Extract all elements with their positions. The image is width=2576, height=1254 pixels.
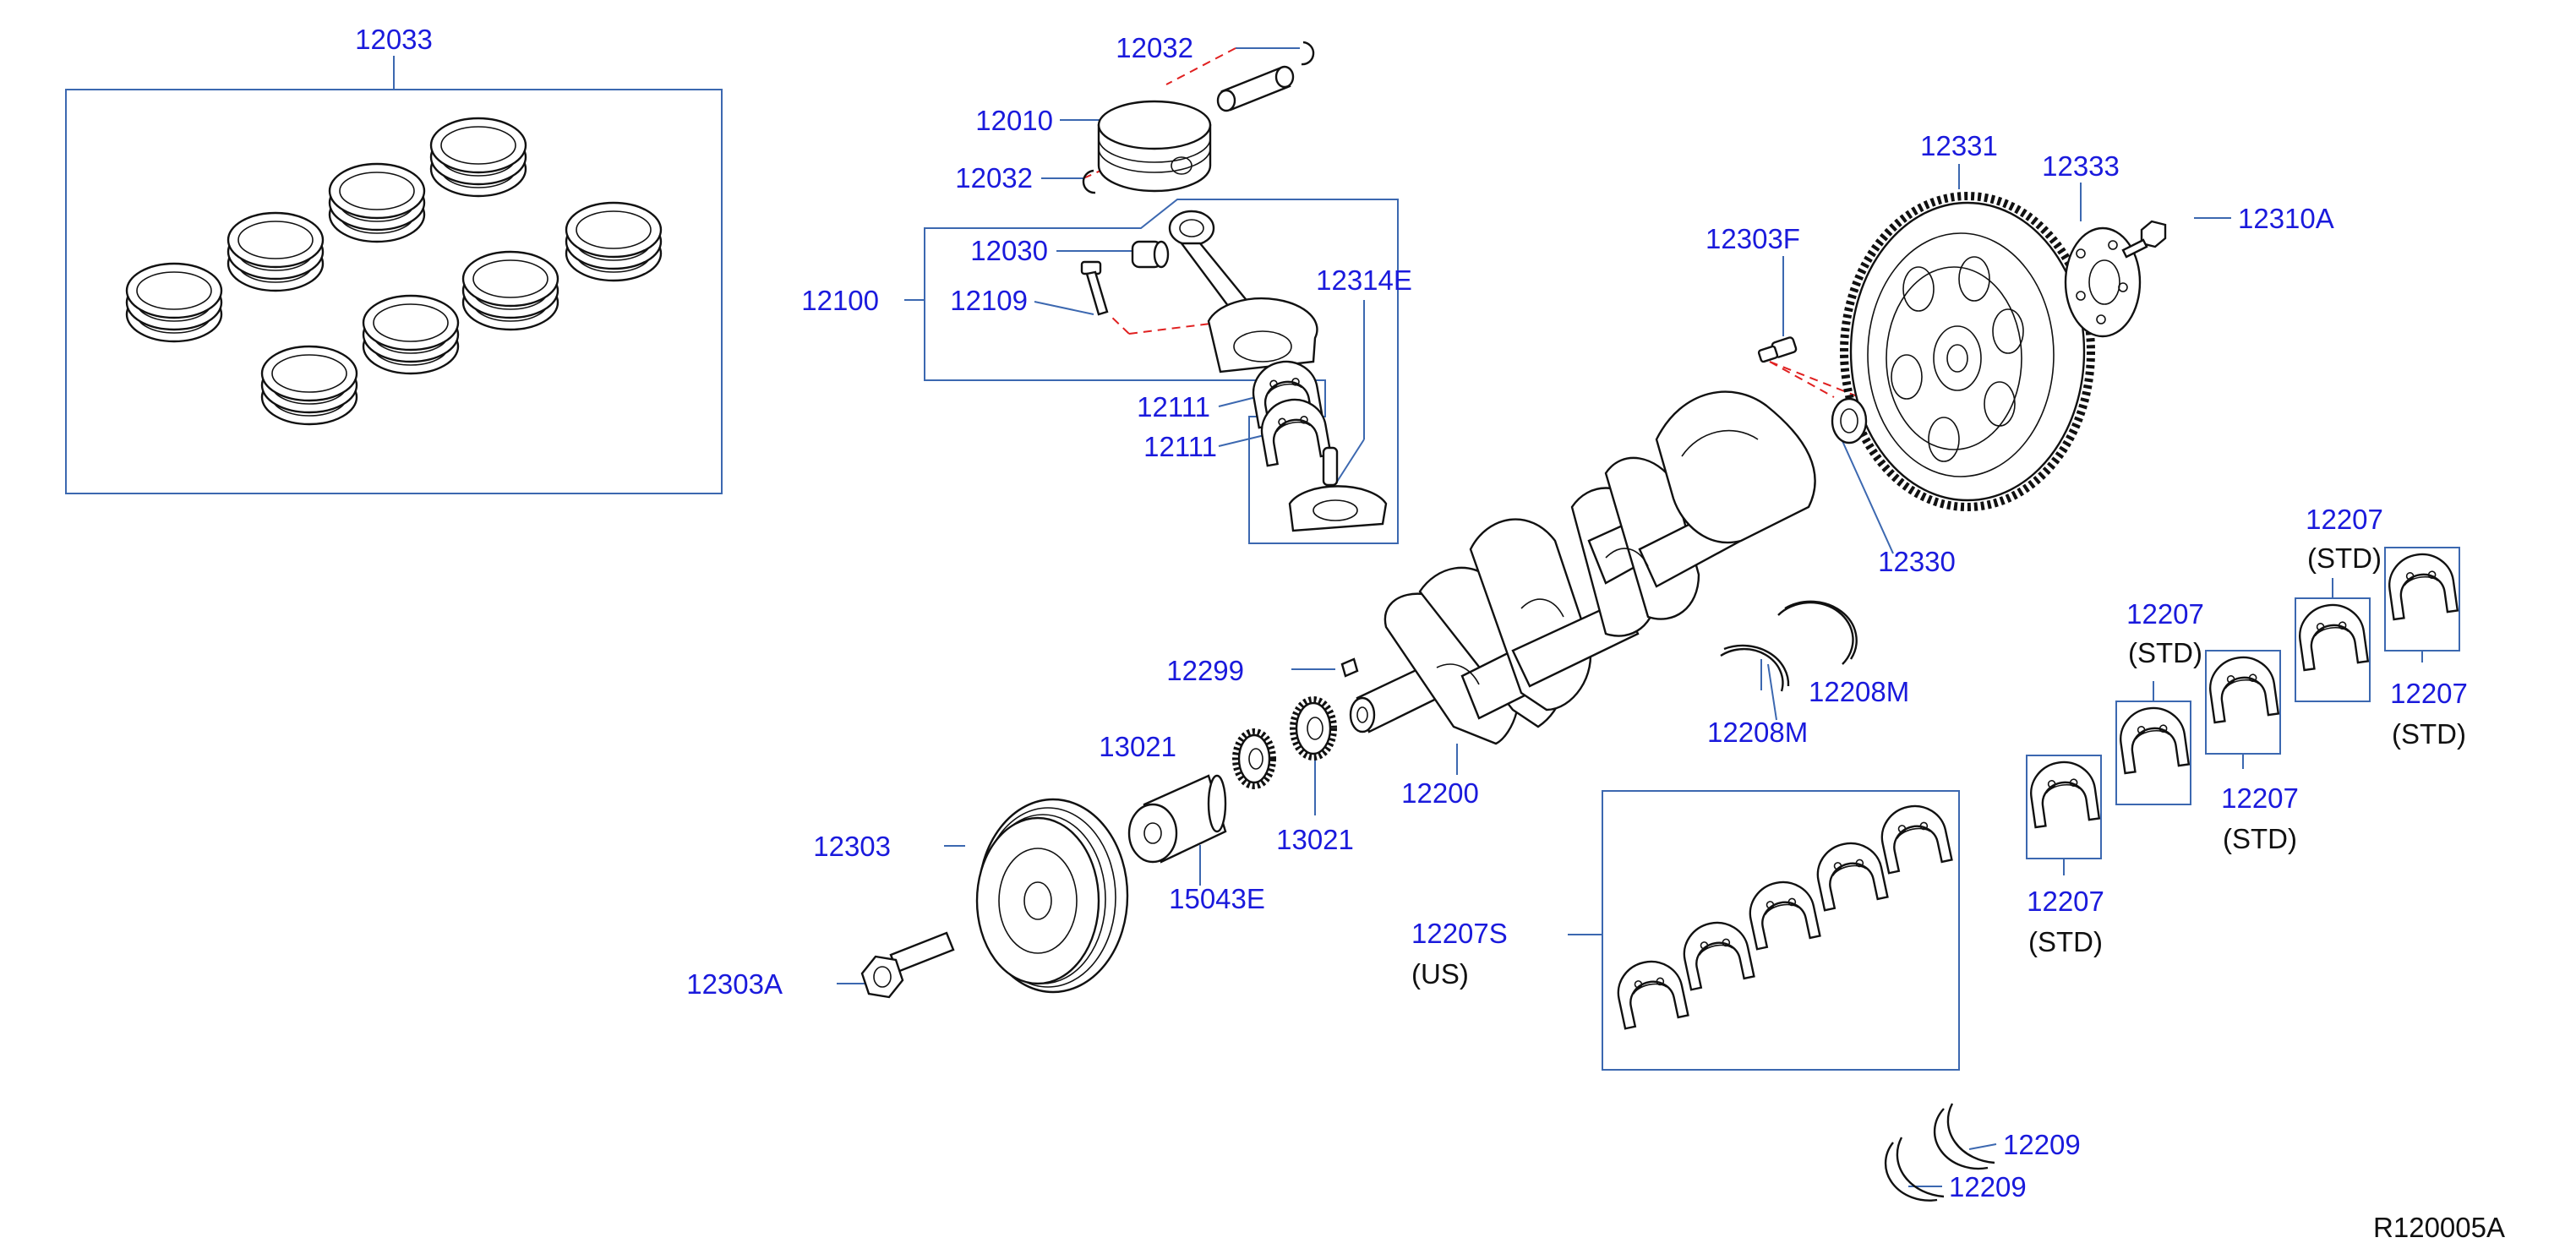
- key-illustration: [1340, 657, 1359, 678]
- callout-main-bearing-5: 12207: [2390, 678, 2468, 709]
- callout-rod-bolt: 12109: [950, 285, 1028, 316]
- callout-sprocket-inner: 13021: [1099, 731, 1176, 762]
- callout-piston: 12010: [975, 105, 1053, 136]
- thrust-bearing-illustration: [1720, 600, 1858, 692]
- callout-main-bearing-2: 12207: [2126, 598, 2204, 630]
- diagram-reference-code: R120005A: [2373, 1212, 2505, 1243]
- note-main-bearing-2: (STD): [2128, 637, 2202, 668]
- callout-rod-cap-dowel: 12314E: [1316, 264, 1412, 296]
- note-main-bearing-5: (STD): [2392, 718, 2466, 750]
- callout-ring-set: 12033: [355, 24, 433, 55]
- flywheel-illustration: [1840, 192, 2095, 511]
- callout-thrust-lower: 12208M: [1707, 717, 1808, 748]
- callout-reinforcement-plate: 12333: [2042, 150, 2120, 182]
- callout-rod-bearing-lower: 12111: [1143, 431, 1217, 462]
- main-bearing-set-illustration: [1611, 799, 1953, 1030]
- rod-assembly-box: [904, 199, 1399, 544]
- sprocket-inner-illustration: [1232, 728, 1276, 789]
- piston-pin-bushing-illustration: [1131, 240, 1170, 269]
- callout-pulley-bolt: 12303A: [686, 968, 783, 1000]
- callout-rod-assembly: 12100: [801, 285, 879, 316]
- main-bearing-5-illustration: [2384, 548, 2459, 621]
- callout-main-bearing-1: 12207: [2027, 886, 2104, 917]
- pulley-illustration: [975, 798, 1129, 994]
- callout-thrust-washer-lower: 12209: [1949, 1171, 2027, 1202]
- pilot-bushing-illustration: [1831, 397, 1868, 444]
- callout-pilot-bushing: 12330: [1878, 546, 1956, 577]
- note-main-bearing-set: (US): [1411, 958, 1469, 990]
- callout-main-bearing-3: 12207: [2221, 782, 2299, 814]
- main-bearing-2-illustration: [2115, 702, 2191, 775]
- callout-sprocket-outer: 13021: [1276, 824, 1354, 855]
- callout-main-bearing-set: 12207S: [1411, 918, 1508, 949]
- collar-illustration: [1127, 774, 1227, 864]
- callout-rod-bearing-upper: 12111: [1137, 391, 1210, 423]
- flywheel-bolt-illustration: [2121, 220, 2167, 259]
- callout-plug-bolt: 12303F: [1706, 223, 1800, 254]
- callout-collar: 15043E: [1169, 883, 1265, 914]
- piston-illustration: [1097, 100, 1212, 193]
- snap-ring-top-illustration: [1301, 41, 1315, 66]
- main-bearing-3-illustration: [2205, 652, 2280, 724]
- reinforcement-plate-illustration: [2064, 226, 2142, 338]
- callout-thrust-washer-upper: 12209: [2003, 1129, 2081, 1160]
- pulley-bolt-illustration: [860, 931, 955, 999]
- callout-main-bearing-4: 12207: [2306, 504, 2383, 535]
- connecting-rod-illustration: [1168, 210, 1318, 373]
- note-main-bearing-3: (STD): [2223, 823, 2297, 854]
- rod-bearing-illustration: [1247, 355, 1332, 467]
- callout-snap-ring-bottom: 12032: [955, 162, 1033, 194]
- callout-flywheel-bolt: 12310A: [2238, 203, 2334, 234]
- ring-set-illustration: [125, 117, 663, 426]
- callout-snap-ring-top: 12032: [1116, 32, 1193, 63]
- note-main-bearing-4: (STD): [2307, 542, 2382, 574]
- rod-bolt-illustration: [1080, 260, 1109, 316]
- plug-bolt-illustration: [1757, 336, 1798, 363]
- crankshaft-illustration: [1349, 390, 1816, 745]
- main-bearing-set-box: [1568, 790, 1960, 1071]
- callout-crankshaft: 12200: [1401, 777, 1479, 809]
- callout-flywheel: 12331: [1920, 130, 1998, 161]
- main-bearing-4-illustration: [2295, 599, 2370, 672]
- piston-pin-illustration: [1216, 65, 1295, 112]
- rod-cap-illustration: [1288, 446, 1388, 532]
- main-bearing-1-illustration: [2026, 756, 2101, 829]
- note-main-bearing-1: (STD): [2028, 926, 2103, 957]
- callout-key: 12299: [1166, 655, 1244, 686]
- thrust-washer-illustration: [1884, 1103, 1995, 1202]
- ring-set-box: [65, 56, 723, 494]
- callout-pulley: 12303: [813, 831, 891, 862]
- snap-ring-bottom-illustration: [1082, 169, 1096, 194]
- callout-thrust-upper: 12208M: [1809, 676, 1909, 707]
- sprocket-outer-illustration: [1290, 696, 1337, 761]
- callout-piston-pin-bushing: 12030: [970, 235, 1048, 266]
